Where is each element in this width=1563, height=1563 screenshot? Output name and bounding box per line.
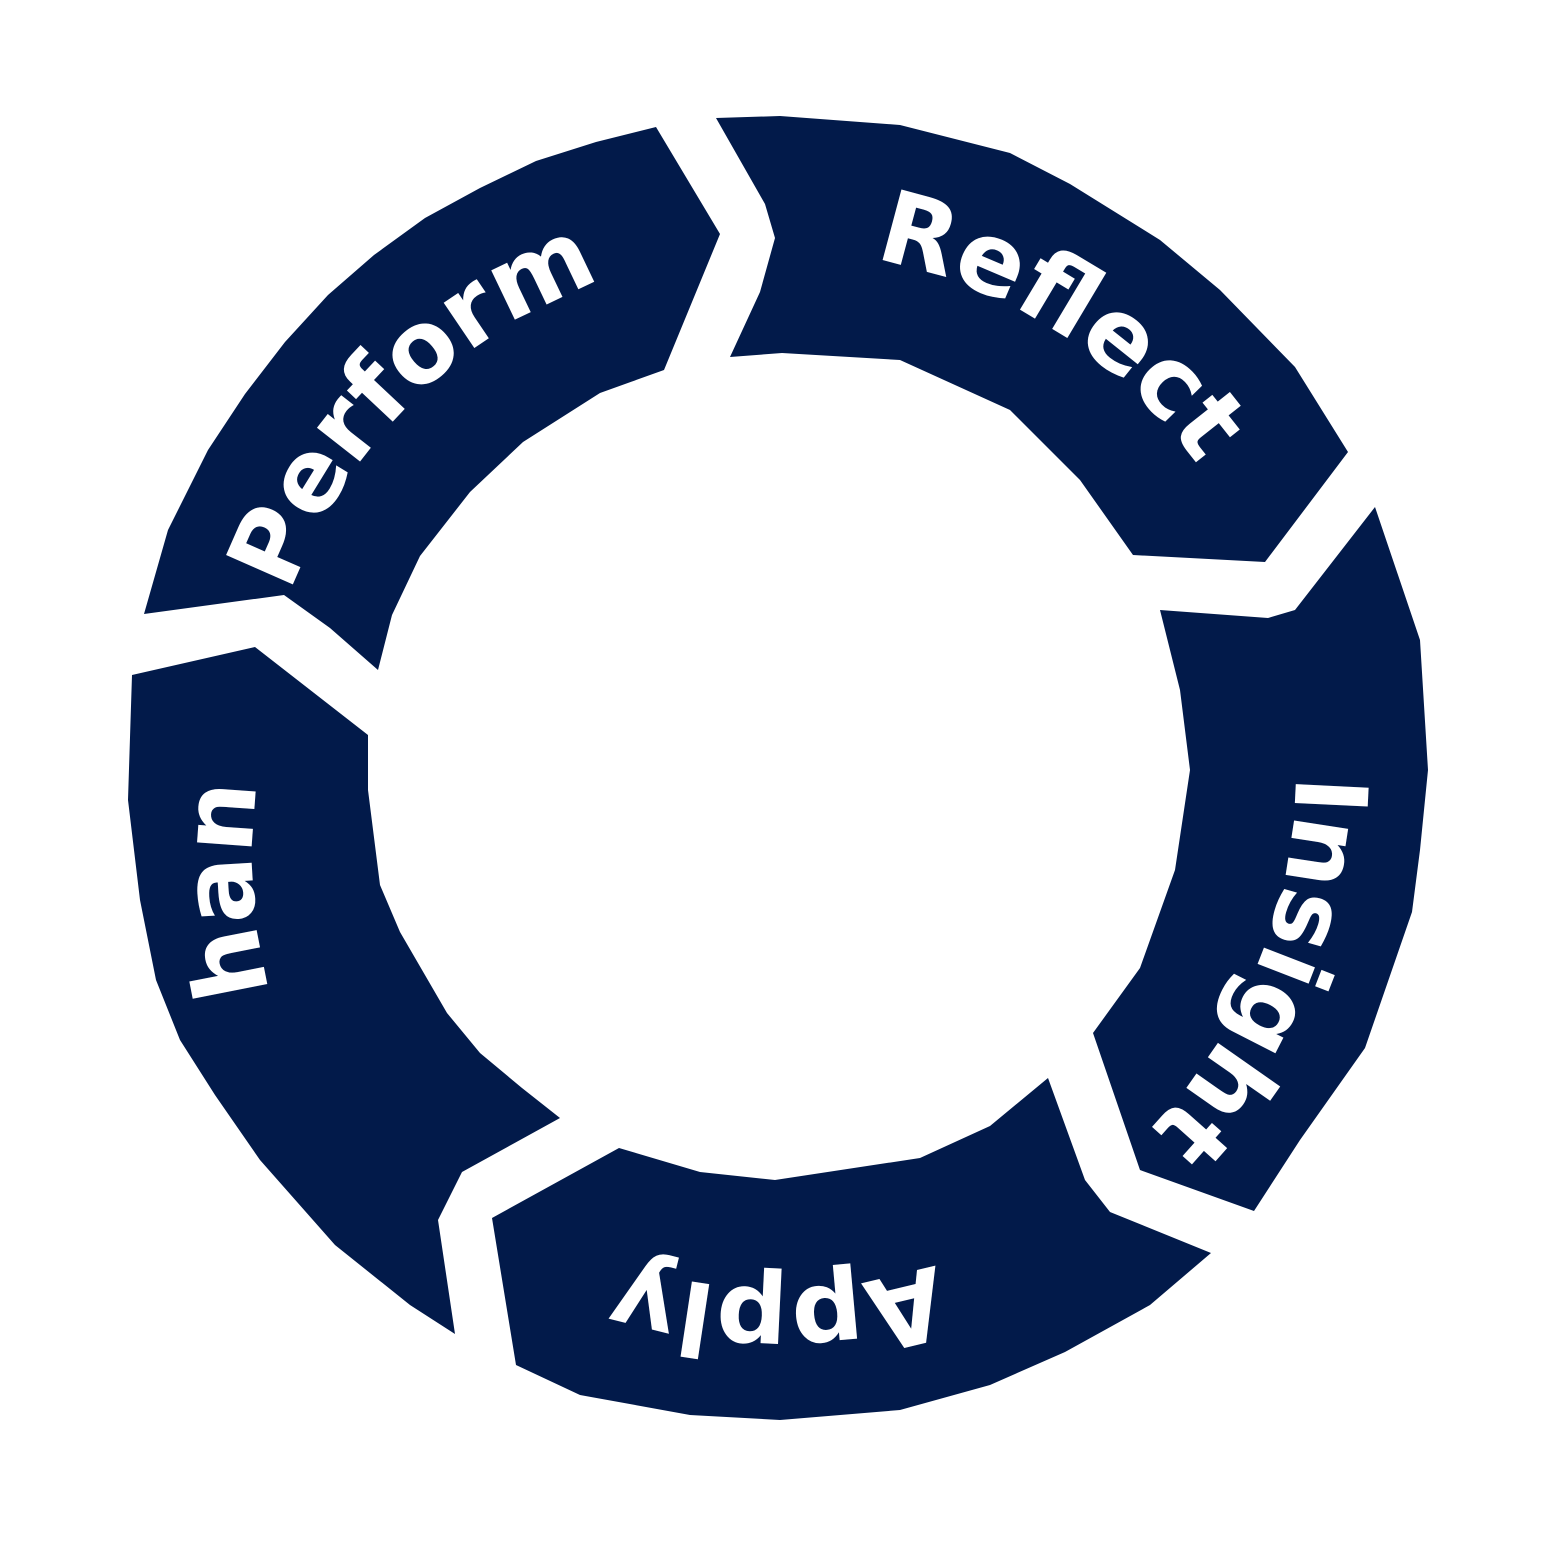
apply-label: Apply [598,1242,958,1383]
enhance-segment [128,647,560,1334]
apply-segment [492,1078,1211,1420]
reflect-segment [716,116,1348,562]
perform-segment [144,127,720,670]
insight-segment [1093,507,1428,1211]
